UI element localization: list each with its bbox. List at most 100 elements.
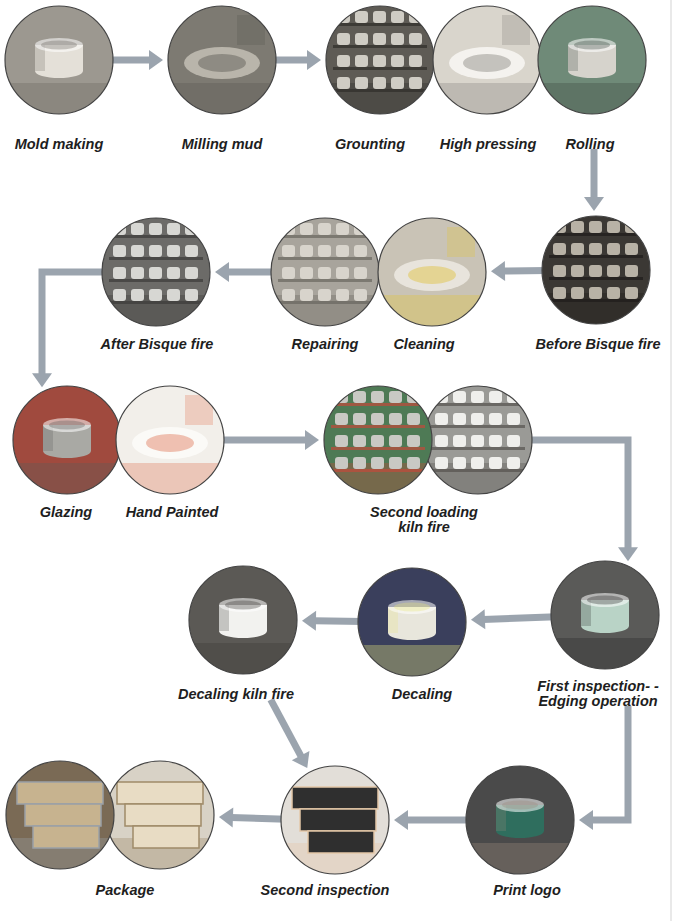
process-photo — [101, 217, 211, 327]
process-photo — [270, 217, 380, 327]
flow-arrow — [302, 611, 363, 631]
process-photo — [325, 5, 435, 115]
process-step: Second loading kiln fire — [323, 385, 533, 537]
process-photo — [12, 385, 122, 495]
arrow-head — [618, 547, 638, 561]
photo-illustration — [101, 217, 211, 327]
flow-arrow — [271, 700, 310, 768]
photo-illustration — [12, 385, 122, 495]
step-label: Before Bisque fire — [527, 337, 669, 352]
arrow-shaft — [527, 440, 628, 549]
process-step: Grounting — [320, 5, 435, 154]
process-photo — [115, 385, 225, 495]
flow-arrow — [219, 807, 286, 827]
photo-illustration — [270, 217, 380, 327]
process-step: Glazing — [12, 385, 122, 522]
process-photo — [432, 5, 542, 115]
photo-illustration — [325, 5, 435, 115]
process-photo — [357, 567, 467, 677]
arrow-shaft — [503, 267, 547, 275]
process-step: Milling mud — [162, 5, 282, 154]
arrow-shaft — [231, 817, 286, 819]
arrow-shaft — [483, 617, 556, 620]
arrow-head — [215, 262, 229, 282]
photo-illustration — [537, 5, 647, 115]
arrow-shaft — [227, 269, 276, 276]
process-photo — [550, 560, 660, 670]
process-step: Decaling — [357, 567, 467, 704]
arrow-shaft — [271, 700, 302, 758]
step-label: Hand Painted — [117, 505, 227, 520]
arrow-head — [149, 50, 163, 70]
process-photo — [5, 760, 115, 870]
arrow-head — [305, 430, 319, 450]
arrow-shaft — [591, 149, 598, 199]
photo-illustration — [423, 385, 533, 495]
flow-arrow — [394, 810, 471, 830]
photo-illustration — [541, 215, 651, 325]
photo-illustration — [377, 217, 487, 327]
process-step: Rolling — [537, 5, 647, 154]
process-photo — [323, 385, 433, 495]
process-step: First inspection- -Edging operation — [526, 560, 670, 711]
process-photo — [423, 385, 533, 495]
photo-illustration — [323, 385, 433, 495]
process-step: After Bisque fire — [86, 217, 228, 354]
arrow-shaft — [219, 437, 307, 444]
process-step: Cleaning — [377, 217, 487, 354]
flow-arrow — [471, 609, 556, 629]
page-edge-line — [670, 0, 672, 921]
step-label: Milling mud — [162, 137, 282, 152]
flow-arrow — [491, 261, 547, 281]
photo-illustration — [5, 760, 115, 870]
arrow-shaft — [108, 57, 151, 64]
photo-illustration — [167, 5, 277, 115]
photo-illustration — [105, 760, 215, 870]
process-step: High pressing — [431, 5, 546, 154]
process-step: Second inspection — [250, 765, 400, 900]
arrow-head — [491, 261, 505, 281]
arrow-head — [302, 611, 316, 631]
process-photo — [465, 765, 575, 875]
arrow-shaft — [314, 617, 363, 625]
photo-illustration — [115, 385, 225, 495]
process-step: Hand Painted — [115, 385, 227, 522]
arrow-head — [219, 807, 233, 827]
flow-arrow — [215, 262, 276, 282]
photo-illustration — [4, 5, 114, 115]
arrow-shaft — [406, 817, 471, 824]
process-photo — [188, 565, 298, 675]
arrow-head — [394, 810, 408, 830]
photo-illustration — [280, 765, 390, 875]
arrow-head — [32, 373, 52, 387]
step-label: High pressing — [431, 137, 546, 152]
process-photo — [541, 215, 651, 325]
process-photo — [377, 217, 487, 327]
step-label: First inspection- -Edging operation — [526, 679, 670, 709]
step-label: Rolling — [550, 137, 630, 152]
step-label: Mold making — [0, 137, 119, 152]
step-label: Grounting — [320, 137, 420, 152]
step-label: Second inspection — [250, 883, 400, 898]
arrow-head — [579, 810, 593, 830]
process-photo — [105, 760, 215, 870]
step-label: Repairing — [280, 337, 370, 352]
arrow-head — [292, 751, 310, 768]
process-step: Decaling kiln fire — [161, 565, 311, 704]
flow-arrow — [32, 272, 107, 387]
arrow-shaft — [271, 57, 309, 64]
flow-arrow — [219, 430, 319, 450]
process-step: Print logo — [465, 765, 575, 900]
process-photo — [4, 5, 114, 115]
step-label: Print logo — [482, 883, 572, 898]
flow-arrow — [108, 50, 163, 70]
photo-illustration — [432, 5, 542, 115]
step-label: Glazing — [26, 505, 106, 520]
process-photo — [537, 5, 647, 115]
photo-illustration — [550, 560, 660, 670]
flow-arrow — [579, 706, 628, 830]
photo-illustration — [357, 567, 467, 677]
process-step: Package — [5, 760, 215, 900]
step-label: Package — [80, 883, 170, 898]
